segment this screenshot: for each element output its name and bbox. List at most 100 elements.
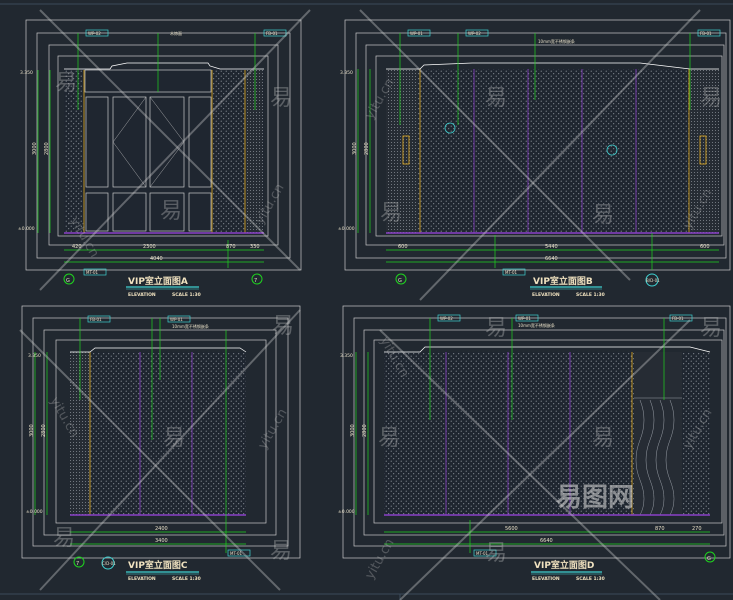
svg-text:MT-01: MT-01 bbox=[86, 270, 99, 275]
scale-label: SCALE 1:30 bbox=[172, 576, 201, 582]
elevation-a: 420 2300 870 330 4040 3000 2800 3.350 ±0… bbox=[18, 19, 302, 298]
frame-lines bbox=[342, 305, 731, 559]
dim-label: 270 bbox=[692, 526, 702, 532]
elevation-title: VIP室立面图B bbox=[533, 275, 593, 287]
dimension-lines bbox=[34, 318, 246, 553]
elevation-d: 5600 870 270 6640 3000 2800 3.350 ±0.000… bbox=[338, 305, 731, 582]
svg-text:易: 易 bbox=[378, 426, 400, 451]
svg-text:木饰面: 木饰面 bbox=[170, 30, 182, 36]
level-label: ±0.000 bbox=[338, 226, 355, 232]
scale-label: SCALE 1:30 bbox=[576, 292, 605, 298]
trim-lines bbox=[83, 70, 246, 233]
material-tags: FB-01 WP-01 10mm宽不锈钢嵌条 MT-01 bbox=[87, 315, 251, 557]
svg-text:yitu.cn: yitu.cn bbox=[362, 536, 397, 582]
elevation-b: 600 5440 600 6640 3000 2800 3.350 ±0.000… bbox=[338, 19, 731, 298]
svg-text:易: 易 bbox=[270, 539, 292, 564]
elevation-title: VIP室立面图D bbox=[534, 559, 594, 571]
dim-label: 600 bbox=[700, 244, 710, 250]
svg-text:易: 易 bbox=[700, 86, 722, 111]
svg-text:G: G bbox=[398, 278, 402, 284]
svg-text:WP-01: WP-01 bbox=[410, 31, 423, 36]
svg-text:易: 易 bbox=[272, 314, 294, 339]
svg-text:G: G bbox=[707, 556, 711, 562]
dim-height: 3000 bbox=[29, 424, 35, 437]
svg-text:FB-01: FB-01 bbox=[90, 317, 102, 322]
dim-height: 2800 bbox=[364, 142, 370, 155]
level-label: 3.350 bbox=[20, 70, 33, 76]
elevation-label: ELEVATION bbox=[532, 292, 560, 298]
dim-label: 5600 bbox=[505, 526, 518, 532]
brand-watermark: 易图网 bbox=[556, 483, 634, 513]
svg-text:易: 易 bbox=[163, 426, 185, 451]
svg-text:易: 易 bbox=[55, 71, 77, 96]
elevation-label: ELEVATION bbox=[532, 576, 560, 582]
svg-text:易: 易 bbox=[380, 201, 402, 226]
door-panels bbox=[64, 62, 264, 232]
wall-lamp bbox=[699, 135, 707, 165]
svg-text:易: 易 bbox=[592, 426, 614, 451]
svg-text:7: 7 bbox=[76, 561, 79, 567]
svg-text:WP-02: WP-02 bbox=[440, 316, 453, 321]
level-label: 3.350 bbox=[340, 353, 353, 359]
elevation-label: ELEVATION bbox=[128, 576, 156, 582]
material-tags: WP-01 WP-02 FB-01 MT-01 10mm宽不锈钢嵌条 bbox=[407, 29, 721, 276]
dim-total: 6640 bbox=[540, 538, 553, 544]
wall-surface bbox=[386, 69, 719, 233]
svg-text:FB-01: FB-01 bbox=[266, 31, 278, 36]
svg-text:WP-01: WP-01 bbox=[518, 316, 531, 321]
svg-text:易: 易 bbox=[270, 86, 292, 111]
svg-text:7: 7 bbox=[254, 278, 257, 284]
dim-label: 870 bbox=[226, 244, 236, 250]
dim-height: 3000 bbox=[350, 424, 356, 437]
svg-text:B/D-01: B/D-01 bbox=[646, 278, 660, 283]
svg-text:易: 易 bbox=[485, 316, 507, 341]
frame-lines bbox=[344, 19, 731, 271]
svg-text:易: 易 bbox=[485, 541, 507, 566]
feature-panel bbox=[634, 352, 682, 515]
svg-text:WP-01: WP-01 bbox=[170, 317, 183, 322]
elevation-title: VIP室立面图A bbox=[128, 275, 188, 287]
material-tags: WP-02 木饰面 FB-01 MT-01 bbox=[83, 29, 287, 276]
dim-height: 2800 bbox=[41, 424, 47, 437]
elevation-label: ELEVATION bbox=[128, 292, 156, 298]
dim-total: 3400 bbox=[155, 538, 168, 544]
svg-text:C/D-01: C/D-01 bbox=[102, 561, 116, 566]
svg-text:易: 易 bbox=[53, 526, 75, 551]
svg-text:10mm宽不锈钢嵌条: 10mm宽不锈钢嵌条 bbox=[518, 322, 555, 328]
axis-marker: G bbox=[704, 551, 716, 563]
dimension-lines bbox=[357, 33, 719, 270]
dim-height: 2800 bbox=[362, 424, 368, 437]
wall-panel-left bbox=[65, 70, 83, 233]
dim-label: 870 bbox=[655, 526, 665, 532]
wall-panel-right bbox=[690, 69, 719, 233]
level-label: 3.350 bbox=[28, 353, 41, 359]
wall-panel-left bbox=[70, 352, 90, 515]
wall-lamp bbox=[402, 135, 410, 165]
wall-panel-right bbox=[212, 70, 245, 233]
scale-label: SCALE 1:30 bbox=[172, 292, 201, 298]
wall-panel-left bbox=[386, 69, 418, 233]
svg-text:易: 易 bbox=[700, 316, 722, 341]
svg-text:G: G bbox=[66, 278, 70, 284]
svg-text:10mm宽不锈钢嵌条: 10mm宽不锈钢嵌条 bbox=[172, 323, 209, 329]
panel-joints bbox=[473, 69, 637, 233]
elevation-title: VIP室立面图C bbox=[128, 559, 188, 571]
dim-label: 2400 bbox=[155, 526, 168, 532]
svg-text:yitu.cn: yitu.cn bbox=[255, 406, 290, 452]
axis-marker: G B/D-01 bbox=[395, 273, 660, 287]
svg-text:FB-01: FB-01 bbox=[672, 316, 684, 321]
material-tags: WP-02 WP-01 10mm宽不锈钢嵌条 FB-01 MT-01 bbox=[437, 314, 693, 557]
dim-label: 330 bbox=[250, 244, 260, 250]
dim-label: 5440 bbox=[545, 244, 558, 250]
level-label: ±0.000 bbox=[338, 509, 355, 515]
scale-label: SCALE 1:30 bbox=[576, 576, 605, 582]
wall-panel-edge bbox=[246, 70, 263, 233]
svg-text:MT-01: MT-01 bbox=[476, 551, 489, 556]
dim-total: 6640 bbox=[545, 256, 558, 262]
dim-label: 2300 bbox=[143, 244, 156, 250]
svg-text:易: 易 bbox=[592, 203, 614, 228]
svg-text:MT-01: MT-01 bbox=[505, 270, 518, 275]
level-label: ±0.000 bbox=[26, 509, 43, 515]
level-label: ±0.000 bbox=[18, 226, 35, 232]
